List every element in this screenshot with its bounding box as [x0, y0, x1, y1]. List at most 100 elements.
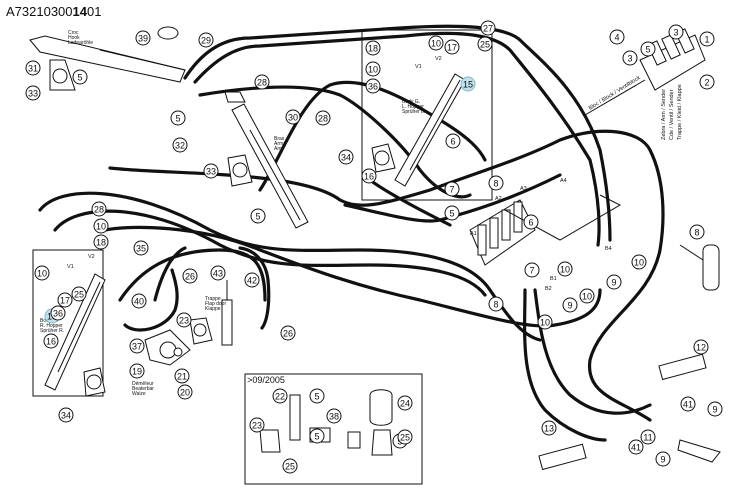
callout-5: 5 — [170, 110, 186, 126]
callout-number: 3 — [627, 54, 632, 64]
callout-37: 37 — [129, 338, 145, 354]
svg-text:B1: B1 — [550, 276, 557, 282]
callout-38: 38 — [326, 408, 342, 424]
callout-20: 20 — [177, 384, 193, 400]
callout-number: 18 — [96, 238, 106, 248]
crochet-label-2: Hook — [68, 35, 80, 41]
callout-43: 43 — [210, 265, 226, 281]
callout-34: 34 — [58, 407, 74, 423]
callout-number: 26 — [283, 329, 293, 339]
callout-number: 36 — [53, 309, 63, 319]
callout-23: 23 — [249, 417, 265, 433]
callout-31: 31 — [25, 60, 41, 76]
callout-number: 31 — [28, 64, 38, 74]
svg-text:A3: A3 — [520, 186, 527, 192]
callout-15: 15 — [460, 76, 476, 92]
callout-5: 5 — [250, 208, 266, 224]
callout-8: 8 — [689, 224, 705, 240]
callout-number: 5 — [255, 212, 260, 222]
callout-9: 9 — [655, 451, 671, 467]
callout-33: 33 — [203, 163, 219, 179]
callout-number: 41 — [683, 400, 693, 410]
callout-number: 34 — [341, 153, 351, 163]
callout-28: 28 — [315, 110, 331, 126]
callout-number: 9 — [567, 301, 572, 311]
callout-number: 28 — [257, 78, 267, 88]
callout-36: 36 — [365, 78, 381, 94]
demeleur-label-2: Beaterbar — [132, 386, 154, 392]
callout-number: 13 — [544, 424, 554, 434]
callout-number: 39 — [138, 34, 148, 44]
callout-28: 28 — [91, 201, 107, 217]
callout-number: 29 — [201, 36, 211, 46]
callout-number: 17 — [447, 43, 457, 53]
callout-number: 27 — [483, 24, 493, 34]
callout-30: 30 — [285, 109, 301, 125]
callout-number: 5 — [314, 392, 319, 402]
callout-number: 8 — [694, 228, 699, 238]
callout-10: 10 — [537, 314, 553, 330]
body-d-label-2: R. Hopper — [40, 323, 63, 329]
callout-12: 12 — [693, 339, 709, 355]
svg-text:B2: B2 — [545, 286, 552, 292]
callout-number: 10 — [560, 265, 570, 275]
callout-10: 10 — [365, 61, 381, 77]
drawing-number: A732103001401 — [6, 4, 102, 19]
demeleur-label-1: Démêleur — [132, 381, 154, 387]
callout-number: 20 — [180, 388, 190, 398]
hook-cylinder — [29, 35, 186, 91]
callout-number: 26 — [185, 272, 195, 282]
callout-10: 10 — [631, 254, 647, 270]
callout-number: 40 — [134, 297, 144, 307]
callout-9: 9 — [707, 401, 723, 417]
callout-number: 9 — [660, 455, 665, 465]
callout-5: 5 — [640, 41, 656, 57]
svg-text:V1: V1 — [67, 264, 74, 270]
callout-18: 18 — [365, 40, 381, 56]
arrow-fitting — [677, 439, 721, 463]
hose-clip-39 — [157, 26, 179, 40]
callout-number: 10 — [431, 39, 441, 49]
callout-41: 41 — [628, 439, 644, 455]
flap-door-cylinder — [189, 280, 233, 346]
callout-number: 42 — [247, 276, 257, 286]
trappe-label-2: Flap door — [205, 301, 226, 307]
callout-29: 29 — [198, 32, 214, 48]
callout-number: 22 — [275, 392, 285, 402]
callout-28: 28 — [254, 74, 270, 90]
callout-number: 23 — [179, 316, 189, 326]
callout-5: 5 — [309, 388, 325, 404]
callout-number: 10 — [540, 318, 550, 328]
callout-26: 26 — [182, 268, 198, 284]
callout-21: 21 — [174, 368, 190, 384]
arm-cylinder — [224, 91, 309, 229]
callout-number: 38 — [329, 412, 339, 422]
callout-number: 28 — [318, 114, 328, 124]
svg-text:A1: A1 — [470, 231, 477, 237]
svg-text:A4: A4 — [560, 178, 567, 184]
callout-6: 6 — [523, 214, 539, 230]
callout-19: 19 — [129, 363, 145, 379]
callout-number: 10 — [634, 258, 644, 268]
callout-number: 34 — [61, 411, 71, 421]
body-g-label-3: Sprüher L. — [402, 109, 425, 115]
callout-number: 5 — [77, 73, 82, 83]
callout-number: 9 — [712, 405, 717, 415]
trappe-label-1: Trappe — [205, 296, 221, 302]
callout-number: 8 — [493, 300, 498, 310]
callout-6: 6 — [445, 133, 461, 149]
callout-4: 4 — [609, 29, 625, 45]
callout-25: 25 — [477, 36, 493, 52]
demeleur-label-3: Walze — [132, 391, 146, 397]
callout-42: 42 — [244, 272, 260, 288]
callout-number: 16 — [364, 172, 374, 182]
inset-panel — [244, 373, 423, 485]
callout-number: 36 — [368, 82, 378, 92]
callout-number: 43 — [213, 269, 223, 279]
right-hopper-cylinder — [32, 249, 106, 397]
callout-10: 10 — [93, 218, 109, 234]
callout-13: 13 — [541, 420, 557, 436]
svg-text:V1: V1 — [415, 64, 422, 70]
callout-3: 3 — [668, 24, 684, 40]
svg-text:A2: A2 — [495, 196, 502, 202]
